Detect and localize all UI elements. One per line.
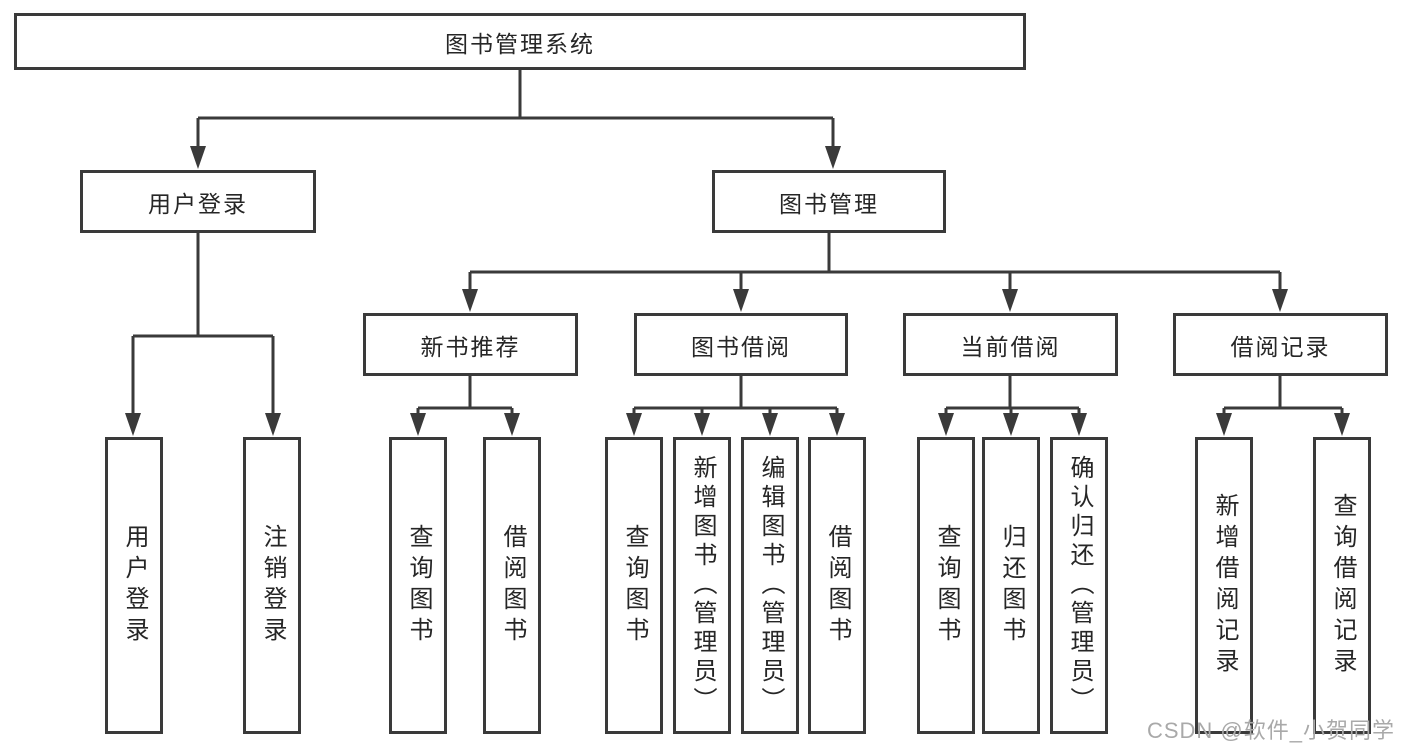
leaf-query-books-current: 查询图书 (917, 437, 975, 734)
arrow-to-book-mgmt (825, 146, 841, 169)
arrow-to-book-borrow (733, 289, 749, 312)
leaf-query-borrow-record: 查询借阅记录 (1313, 437, 1371, 734)
node-book-management: 图书管理 (712, 170, 946, 233)
leaf-borrow-books: 借阅图书 (808, 437, 866, 734)
leaf-borrow-books-recommend: 借阅图书 (483, 437, 541, 734)
arrow-to-borrow-records (1272, 289, 1288, 312)
arrow-to-new-book (462, 289, 478, 312)
node-current-borrow: 当前借阅 (903, 313, 1118, 376)
leaf-return-book: 归还图书 (982, 437, 1040, 734)
leaf-add-book-admin: 新增图书（管理员） (673, 437, 731, 734)
leaf-query-books-recommend: 查询图书 (389, 437, 447, 734)
leaf-confirm-return-admin: 确认归还（管理员） (1050, 437, 1108, 734)
node-book-borrow: 图书借阅 (634, 313, 848, 376)
node-new-book-recommend: 新书推荐 (363, 313, 578, 376)
leaf-add-borrow-record: 新增借阅记录 (1195, 437, 1253, 734)
node-user-login: 用户登录 (80, 170, 316, 233)
arrow-to-current-borrow (1002, 289, 1018, 312)
node-root: 图书管理系统 (14, 13, 1026, 70)
leaf-user-login: 用户登录 (105, 437, 163, 734)
node-root-label: 图书管理系统 (445, 30, 595, 57)
arrow-to-user-login (190, 146, 206, 169)
arrow-to-leaf-login (125, 413, 141, 436)
leaf-query-books-borrow: 查询图书 (605, 437, 663, 734)
leaf-logout: 注销登录 (243, 437, 301, 734)
node-borrow-records: 借阅记录 (1173, 313, 1388, 376)
node-user-login-label: 用户登录 (148, 190, 248, 217)
node-book-management-label: 图书管理 (779, 190, 879, 217)
leaf-edit-book-admin: 编辑图书（管理员） (741, 437, 799, 734)
arrow-to-leaf-logout (265, 413, 281, 436)
csdn-watermark: CSDN @软件_小贺同学 (1146, 718, 1395, 743)
